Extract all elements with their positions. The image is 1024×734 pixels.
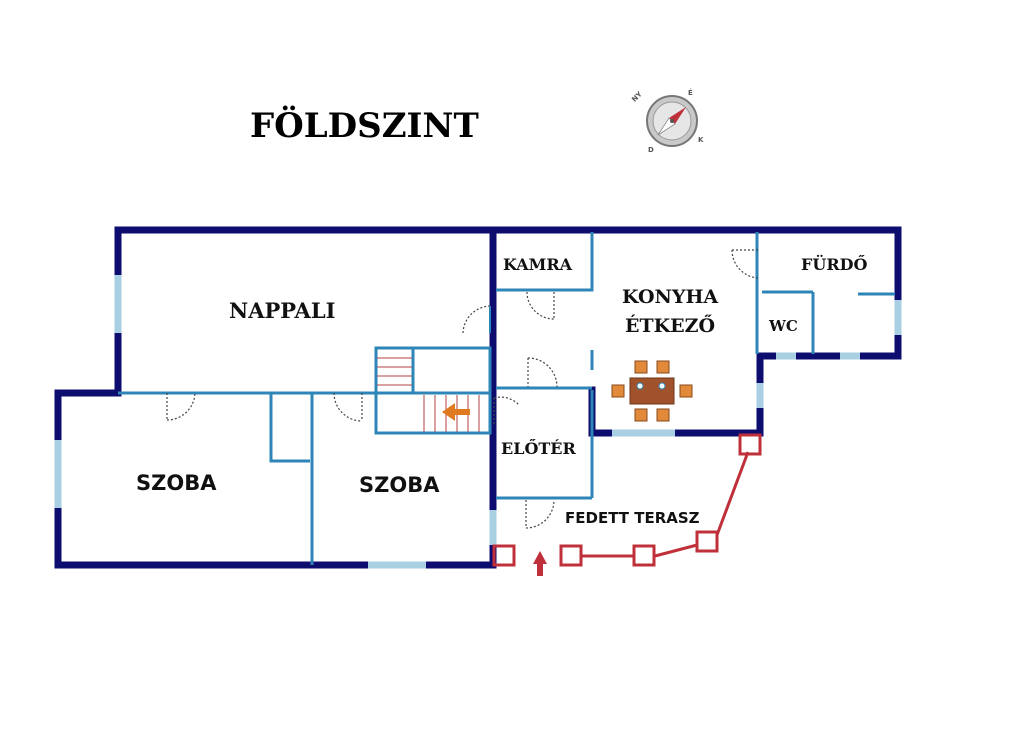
door-szoba-right xyxy=(333,392,363,422)
room-label-kamra: KAMRA xyxy=(503,255,573,274)
room-label-szoba-left: SZOBA xyxy=(136,471,217,495)
door-hall xyxy=(527,357,558,388)
compass-icon: NY É K D xyxy=(630,88,704,154)
stairs xyxy=(377,357,480,432)
room-label-nappali: NAPPALI xyxy=(229,298,335,323)
room-label-etkezo: ÉTKEZŐ xyxy=(625,314,715,337)
door-nappali xyxy=(462,305,491,334)
compass-label-k: K xyxy=(698,136,704,144)
door-entrance xyxy=(525,499,555,529)
room-label-szoba-right: SZOBA xyxy=(359,473,440,497)
doors xyxy=(166,249,759,529)
windows xyxy=(54,275,902,569)
room-label-terasz: FEDETT TERASZ xyxy=(565,509,700,527)
entrance-arrow-icon xyxy=(533,551,547,576)
terrace-outline xyxy=(492,433,762,567)
compass-label-d: D xyxy=(648,146,654,154)
door-kamra xyxy=(526,291,555,320)
door-furdo xyxy=(731,249,759,279)
door-stair xyxy=(493,396,520,426)
page-title: FÖLDSZINT xyxy=(250,105,479,146)
outer-walls xyxy=(54,226,902,569)
room-label-furdo: FÜRDŐ xyxy=(801,254,867,274)
room-label-eloter: ELŐTÉR xyxy=(501,438,576,458)
room-label-konyha: KONYHA xyxy=(622,286,718,308)
compass-label-e: É xyxy=(688,88,693,97)
inner-walls xyxy=(118,232,895,565)
door-szoba-left xyxy=(166,392,196,421)
room-label-wc: WC xyxy=(768,317,798,335)
stair-direction-arrow-icon xyxy=(442,403,470,421)
dining-table-icon xyxy=(611,360,693,422)
compass-label-ny: NY xyxy=(630,90,644,104)
